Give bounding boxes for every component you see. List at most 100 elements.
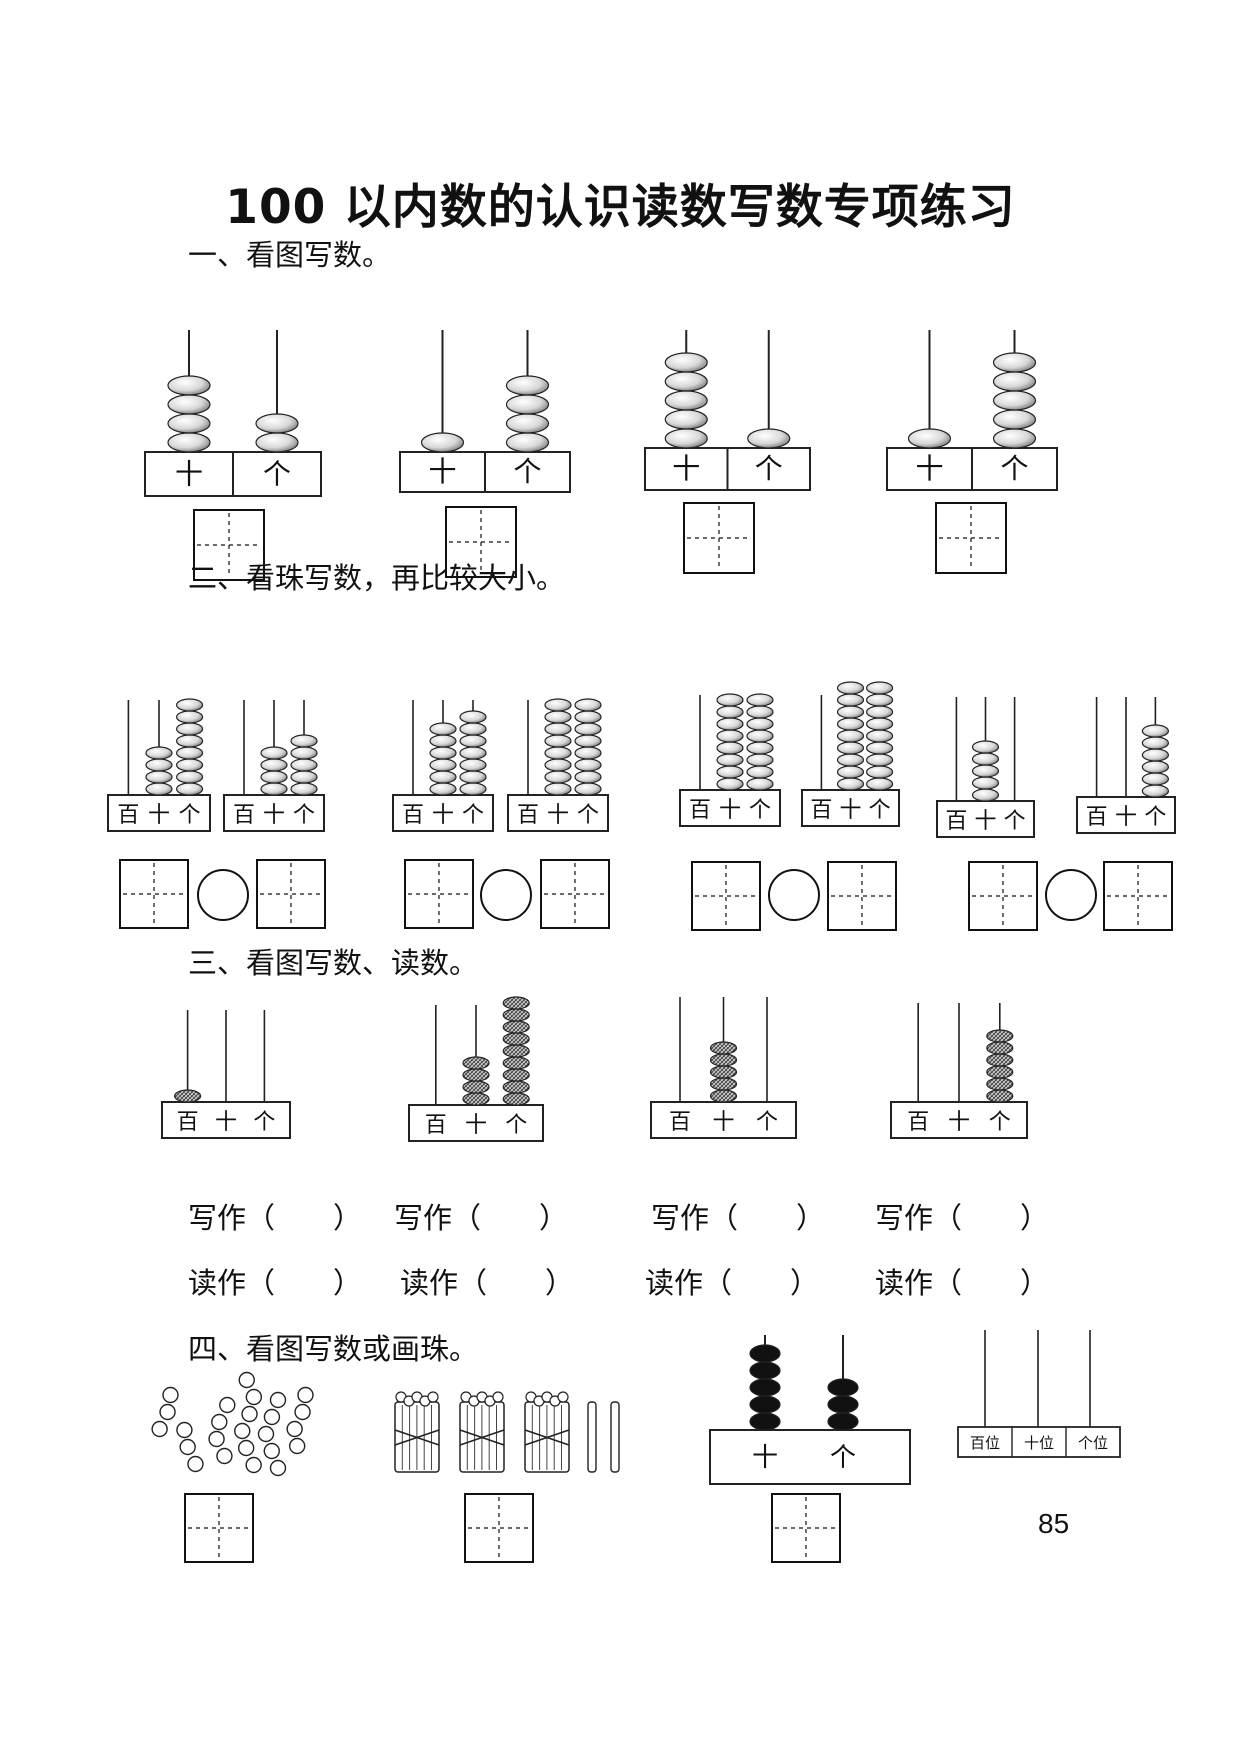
abacus-bead — [505, 394, 550, 415]
abacus-bead — [290, 758, 318, 772]
abacus-bead — [992, 409, 1037, 430]
label-tens: 十 — [465, 1113, 487, 1138]
abacus-2rod: 十个 — [886, 330, 1058, 491]
abacus-bead — [664, 352, 708, 373]
abacus-bead — [836, 753, 865, 767]
label-hundreds: 百 — [117, 803, 139, 828]
abacus-3rod: 百十个 — [107, 700, 211, 832]
compare-circle[interactable] — [768, 869, 820, 921]
bundle-tie — [394, 1429, 440, 1446]
answer-box[interactable] — [464, 1493, 534, 1563]
answer-box-frame — [968, 861, 1038, 931]
section-3-heading: 三、看图写数、读数。 — [188, 946, 479, 980]
read-answer-3[interactable]: 读作（ ） — [645, 1266, 820, 1300]
write-answer-2[interactable]: 写作（ ） — [394, 1201, 569, 1235]
answer-box[interactable] — [771, 1493, 841, 1563]
label-hundreds: 百 — [1086, 805, 1108, 830]
label-tens: 十 — [672, 452, 700, 485]
answer-box[interactable] — [540, 859, 610, 929]
abacus-bead — [986, 1077, 1014, 1091]
stick-end — [427, 1391, 439, 1403]
abacus-bead — [505, 413, 550, 434]
abacus-base — [107, 794, 211, 832]
answer-box-frame — [119, 859, 189, 929]
abacus-bead — [716, 741, 744, 755]
abacus-bead — [865, 693, 894, 707]
section-4-heading: 四、看图写数或画珠。 — [188, 1332, 479, 1366]
abacus-bead — [865, 765, 894, 779]
abacus-3rod: 百十个 — [161, 1010, 291, 1139]
compare-circle[interactable] — [197, 869, 249, 921]
string-bead — [263, 1408, 281, 1426]
abacus-bead — [574, 782, 602, 796]
abacus-base — [392, 794, 494, 832]
bundle-tie — [459, 1429, 505, 1446]
read-answer-1[interactable]: 读作（ ） — [188, 1266, 363, 1300]
abacus-bead-black — [749, 1361, 781, 1380]
label-ones: 个 — [756, 1110, 778, 1135]
answer-box[interactable] — [935, 502, 1007, 574]
answer-box[interactable] — [827, 861, 897, 931]
abacus-bead — [865, 717, 894, 731]
stick-bundle — [524, 1391, 570, 1473]
abacus-bead — [544, 770, 572, 784]
write-answer-4[interactable]: 写作（ ） — [875, 1201, 1050, 1235]
abacus-base — [1076, 796, 1176, 834]
abacus-bead — [746, 729, 774, 743]
read-answer-4[interactable]: 读作（ ） — [875, 1266, 1050, 1300]
answer-box[interactable] — [691, 861, 761, 931]
abacus-bead — [709, 1065, 738, 1079]
compare-circle[interactable] — [1045, 869, 1097, 921]
string-bead — [241, 1405, 258, 1423]
string-bead — [234, 1422, 251, 1440]
abacus-bead — [971, 764, 1000, 778]
abacus-place-value[interactable]: 百位十位个位 — [957, 1330, 1121, 1458]
answer-box[interactable] — [256, 859, 326, 929]
answer-box-frame — [935, 502, 1007, 574]
abacus-bead — [459, 746, 487, 760]
abacus-base — [936, 800, 1035, 838]
label-tens: 十 — [547, 803, 569, 828]
abacus-bead — [992, 371, 1037, 392]
answer-box-frame — [256, 859, 326, 929]
answer-box-frame — [464, 1493, 534, 1563]
answer-box[interactable] — [119, 859, 189, 929]
answer-box[interactable] — [968, 861, 1038, 931]
abacus-bead — [462, 1092, 490, 1106]
abacus-bead — [865, 729, 894, 743]
abacus-bead — [709, 1089, 738, 1103]
label-ones: 个 — [1004, 809, 1026, 834]
abacus-bead — [459, 734, 487, 748]
abacus-base — [161, 1101, 291, 1139]
answer-box[interactable] — [683, 502, 755, 574]
abacus-bead — [502, 1092, 530, 1106]
abacus-bead — [462, 1068, 490, 1082]
compare-circle[interactable] — [480, 869, 532, 921]
abacus-bead — [1141, 784, 1170, 798]
label-tens: 十 — [974, 809, 996, 834]
abacus-base — [709, 1429, 911, 1485]
abacus-bead — [836, 681, 865, 695]
label-tens-place: 十位 — [1024, 1434, 1054, 1452]
write-answer-1[interactable]: 写作（ ） — [188, 1201, 363, 1235]
answer-box[interactable] — [404, 859, 474, 929]
abacus-bead — [986, 1029, 1014, 1043]
abacus-bead — [865, 681, 894, 695]
label-ones: 个 — [577, 803, 599, 828]
label-tens: 十 — [175, 458, 203, 491]
string-bead — [159, 1403, 176, 1421]
read-answer-2[interactable]: 读作（ ） — [400, 1266, 575, 1300]
string-bead — [269, 1391, 287, 1409]
answer-box[interactable] — [445, 506, 517, 578]
abacus-bead — [836, 741, 865, 755]
answer-box-frame — [771, 1493, 841, 1563]
answer-box[interactable] — [193, 509, 265, 581]
label-hundreds: 百 — [425, 1113, 447, 1138]
string-bead — [297, 1386, 314, 1404]
abacus-bead — [1141, 760, 1170, 774]
answer-box[interactable] — [1103, 861, 1173, 931]
answer-box[interactable] — [184, 1493, 254, 1563]
abacus-bead — [971, 752, 1000, 766]
write-answer-3[interactable]: 写作（ ） — [651, 1201, 826, 1235]
label-ones: 个 — [755, 452, 783, 485]
